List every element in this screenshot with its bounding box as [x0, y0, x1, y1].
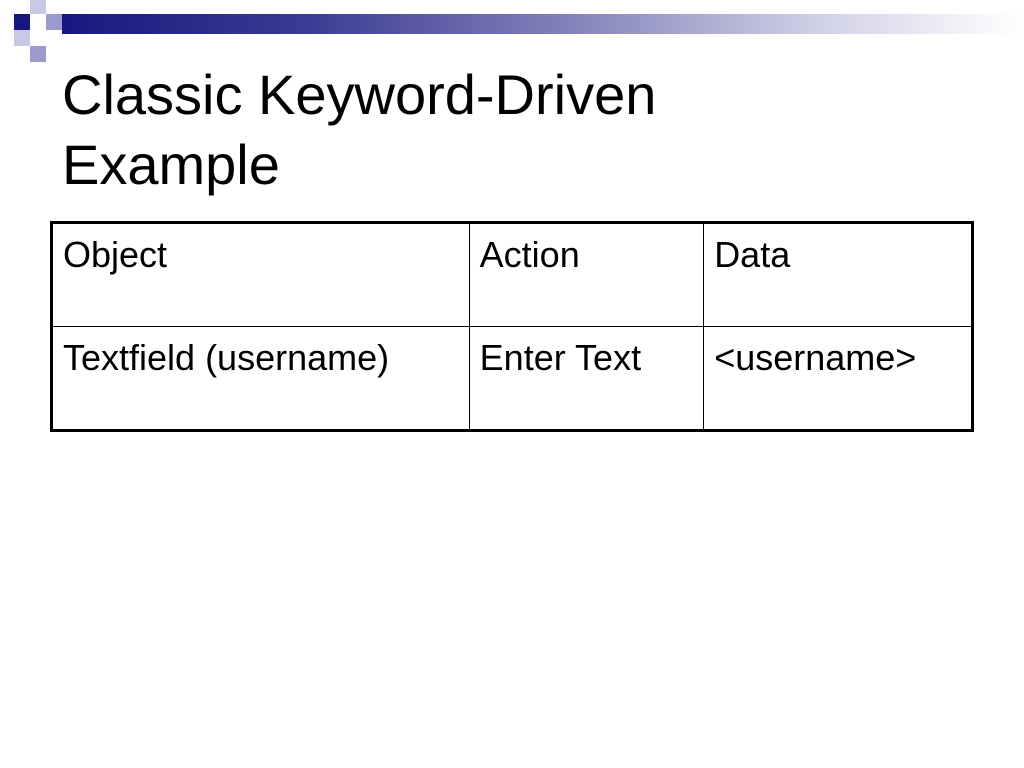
table-header-row: Object Action Data [51, 222, 973, 327]
decor-square [14, 30, 30, 46]
cell-action: Enter Text [468, 326, 705, 431]
decor-square [46, 14, 62, 30]
decor-square [30, 46, 46, 62]
decor-square [30, 0, 46, 14]
title-gradient-band [62, 14, 1024, 34]
header-cell-data: Data [703, 222, 973, 327]
cell-data: <username> [703, 326, 973, 431]
decor-square [0, 0, 14, 14]
title-line-2: Example [62, 133, 280, 196]
slide-title: Classic Keyword-Driven Example [62, 60, 962, 200]
table-row: Textfield (username) Enter Text <usernam… [51, 326, 973, 431]
decor-square [14, 14, 30, 30]
header-cell-object: Object [51, 222, 470, 327]
cell-object: Textfield (username) [51, 326, 470, 431]
keyword-table: Object Action Data Textfield (username) … [50, 221, 974, 432]
title-line-1: Classic Keyword-Driven [62, 63, 657, 126]
header-cell-action: Action [468, 222, 705, 327]
